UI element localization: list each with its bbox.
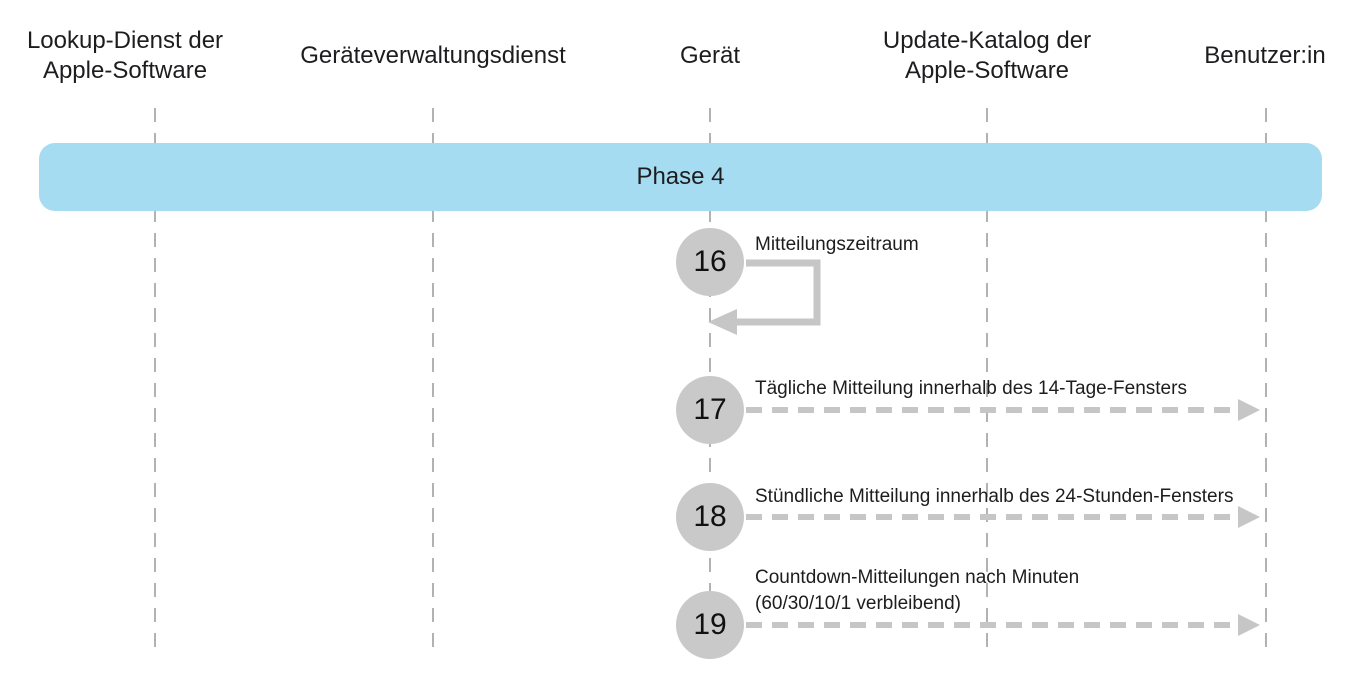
actor-line: Update-Katalog der xyxy=(882,27,1092,54)
lifeline-lookup-service xyxy=(154,108,156,655)
actor-label-device: Gerät xyxy=(680,20,740,92)
message-arrow-step-17 xyxy=(746,399,1260,421)
actor-label-device-management-service: Geräteverwaltungsdienst xyxy=(300,20,565,92)
actor-label-lookup-service: Lookup-Dienst der Apple-Software xyxy=(27,20,223,92)
step-circle-18: 18 xyxy=(676,483,744,551)
actor-line: Benutzer:in xyxy=(1204,42,1326,69)
step-label-17: Tägliche Mitteilung innerhalb des 14-Tag… xyxy=(755,376,1187,402)
phase-label: Phase 4 xyxy=(636,163,725,190)
step-circle-19: 19 xyxy=(676,591,744,659)
self-loop-arrow-step-16 xyxy=(708,259,821,335)
step-number: 17 xyxy=(693,393,727,426)
phase-banner: Phase 4 xyxy=(39,143,1322,211)
step-label-line: Tägliche Mitteilung innerhalb des 14-Tag… xyxy=(755,378,1187,399)
message-arrow-step-19 xyxy=(746,614,1260,636)
step-label-18: Stündliche Mitteilung innerhalb des 24-S… xyxy=(755,484,1233,510)
actor-line: Gerät xyxy=(679,42,741,69)
actor-label-update-catalog: Update-Katalog der Apple-Software xyxy=(883,20,1091,92)
step-label-line: Countdown-Mitteilungen nach Minuten xyxy=(755,567,1080,588)
actor-line: Apple-Software xyxy=(42,57,208,84)
actor-line: Lookup-Dienst der xyxy=(26,27,224,54)
step-label-line: (60/30/10/1 verbleibend) xyxy=(755,593,961,614)
actor-line: Apple-Software xyxy=(904,57,1070,84)
step-label-line: Mitteilungszeitraum xyxy=(755,234,919,255)
step-circle-16: 16 xyxy=(676,228,744,296)
step-label-line: Stündliche Mitteilung innerhalb des 24-S… xyxy=(755,486,1234,507)
step-number: 16 xyxy=(693,245,727,278)
actor-line: Geräteverwaltungsdienst xyxy=(300,42,566,69)
actor-label-user: Benutzer:in xyxy=(1204,20,1325,92)
lifeline-user xyxy=(1265,108,1267,655)
message-arrow-step-18 xyxy=(746,506,1260,528)
lifeline-update-catalog xyxy=(986,108,988,655)
step-label-16: Mitteilungszeitraum xyxy=(755,232,919,258)
step-label-19: Countdown-Mitteilungen nach Minuten (60/… xyxy=(755,565,1079,617)
step-number: 18 xyxy=(693,500,727,533)
step-circle-17: 17 xyxy=(676,376,744,444)
step-number: 19 xyxy=(693,608,727,641)
lifeline-device-management-service xyxy=(432,108,434,655)
